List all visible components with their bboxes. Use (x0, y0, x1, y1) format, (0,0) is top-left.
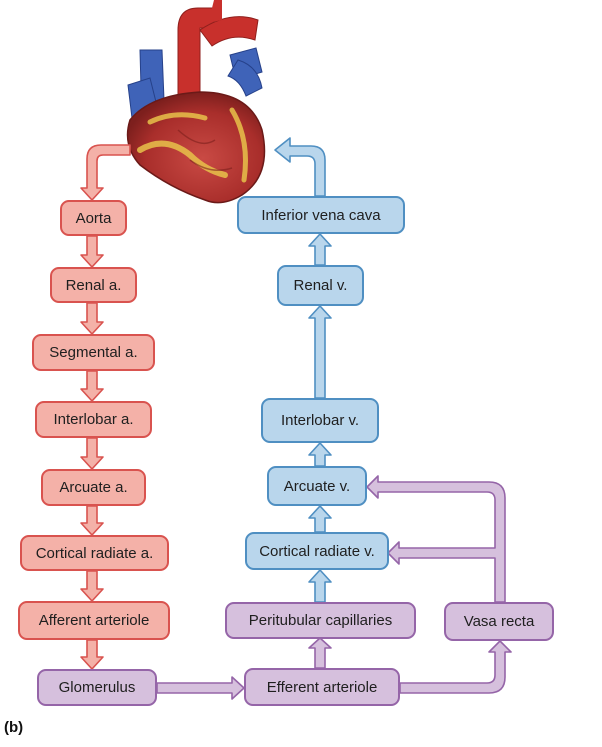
vasa-recta-box: Vasa recta (444, 602, 554, 641)
interlobar-artery-box: Interlobar a. (35, 401, 152, 438)
arcuate-vein-box: Arcuate v. (267, 466, 367, 506)
capillary-connectors (156, 475, 512, 700)
renal-vein-box: Renal v. (277, 265, 364, 306)
arterial-connectors (80, 144, 131, 670)
peritubular-capillaries-box: Peritubular capillaries (225, 602, 416, 639)
segmental-artery-box: Segmental a. (32, 334, 155, 371)
aorta-box: Aorta (60, 200, 127, 236)
renal-artery-box: Renal a. (50, 267, 137, 303)
inferior-vena-cava-box: Inferior vena cava (237, 196, 405, 234)
interlobar-vein-box: Interlobar v. (261, 398, 379, 443)
efferent-arteriole-box: Efferent arteriole (244, 668, 400, 706)
heart-illustration (126, 0, 266, 204)
venous-connectors (274, 137, 332, 603)
afferent-arteriole-box: Afferent arteriole (18, 601, 170, 640)
panel-label: (b) (4, 719, 24, 736)
glomerulus-box: Glomerulus (37, 669, 157, 706)
arcuate-artery-box: Arcuate a. (41, 469, 146, 506)
cortical-radiate-vein-box: Cortical radiate v. (245, 532, 389, 570)
cortical-radiate-artery-box: Cortical radiate a. (20, 535, 169, 571)
